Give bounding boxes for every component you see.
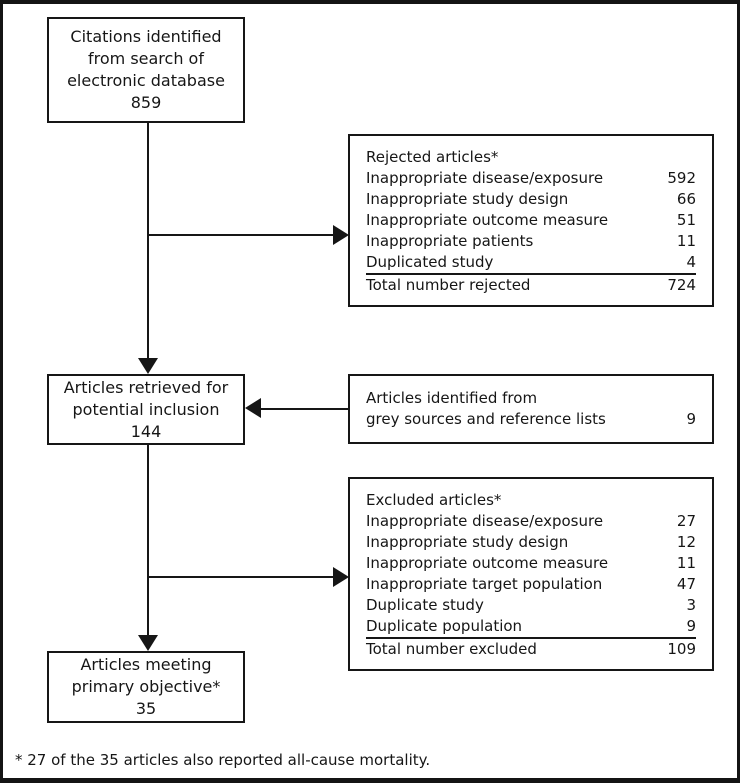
excluded-row: Inappropriate outcome measure 11 bbox=[366, 553, 696, 574]
row-label: Duplicate study bbox=[366, 596, 484, 614]
excluded-row: Inappropriate target population 47 bbox=[366, 574, 696, 595]
rejected-row: Duplicated study 4 bbox=[366, 252, 696, 275]
row-value: 592 bbox=[667, 169, 696, 187]
arrowhead-down-into-objective bbox=[138, 635, 158, 651]
excluded-total-row: Total number excluded 109 bbox=[366, 639, 696, 660]
row-label: Inappropriate study design bbox=[366, 190, 569, 208]
arrowhead-down-into-retrieved bbox=[138, 358, 158, 374]
rejected-title: Rejected articles* bbox=[366, 148, 499, 166]
articles-meeting-objective-box: Articles meeting primary objective* 35 bbox=[47, 651, 245, 723]
row-label: Inappropriate outcome measure bbox=[366, 211, 609, 229]
excluded-row: Duplicate study 3 bbox=[366, 595, 696, 616]
rejected-row: Inappropriate disease/exposure 592 bbox=[366, 168, 696, 189]
connector-branch-to-excluded bbox=[148, 576, 334, 578]
connector-branch-to-rejected bbox=[148, 234, 334, 236]
grey-sources-value: 9 bbox=[686, 410, 696, 428]
row-label: Inappropriate disease/exposure bbox=[366, 512, 604, 530]
excluded-articles-box: Excluded articles* Inappropriate disease… bbox=[348, 477, 714, 671]
rejected-total-row: Total number rejected 724 bbox=[366, 275, 696, 296]
grey-sources-line2: grey sources and reference lists bbox=[366, 410, 606, 428]
arrowhead-left-into-retrieved bbox=[245, 398, 261, 418]
articles-retrieved-box: Articles retrieved for potential inclusi… bbox=[47, 374, 245, 445]
row-value: 4 bbox=[686, 253, 696, 271]
row-value: 66 bbox=[676, 190, 696, 208]
citations-identified-box: Citations identified from search of elec… bbox=[47, 17, 245, 123]
row-label: Inappropriate study design bbox=[366, 533, 569, 551]
grey-sources-box: Articles identified from grey sources an… bbox=[348, 374, 714, 444]
row-value: 11 bbox=[676, 554, 696, 572]
row-label: Duplicated study bbox=[366, 253, 494, 271]
rejected-articles-box: Rejected articles* Inappropriate disease… bbox=[348, 134, 714, 307]
rejected-row: Inappropriate study design 66 bbox=[366, 189, 696, 210]
row-label: Inappropriate disease/exposure bbox=[366, 169, 604, 187]
row-label: Inappropriate target population bbox=[366, 575, 603, 593]
footnote: * 27 of the 35 articles also reported al… bbox=[15, 751, 431, 769]
connector-citations-to-retrieved bbox=[147, 123, 149, 360]
rejected-row: Inappropriate outcome measure 51 bbox=[366, 210, 696, 231]
row-value: 27 bbox=[676, 512, 696, 530]
row-label: Inappropriate patients bbox=[366, 232, 534, 250]
excluded-row: Duplicate population 9 bbox=[366, 616, 696, 639]
row-value: 9 bbox=[686, 617, 696, 635]
grey-sources-row: grey sources and reference lists 9 bbox=[366, 409, 696, 430]
row-value: 51 bbox=[676, 211, 696, 229]
total-label: Total number rejected bbox=[366, 276, 531, 294]
total-value: 109 bbox=[667, 640, 696, 658]
row-value: 11 bbox=[676, 232, 696, 250]
excluded-title: Excluded articles* bbox=[366, 491, 502, 509]
rejected-row: Inappropriate patients 11 bbox=[366, 231, 696, 252]
connector-grey-to-retrieved bbox=[261, 408, 348, 410]
row-label: Inappropriate outcome measure bbox=[366, 554, 609, 572]
total-value: 724 bbox=[667, 276, 696, 294]
excluded-row: Inappropriate disease/exposure 27 bbox=[366, 511, 696, 532]
excluded-row: Inappropriate study design 12 bbox=[366, 532, 696, 553]
row-label: Duplicate population bbox=[366, 617, 523, 635]
row-value: 12 bbox=[676, 533, 696, 551]
row-value: 3 bbox=[686, 596, 696, 614]
arrowhead-right-into-rejected bbox=[333, 225, 349, 245]
total-label: Total number excluded bbox=[366, 640, 537, 658]
grey-sources-line1: Articles identified from bbox=[366, 389, 538, 407]
arrowhead-right-into-excluded bbox=[333, 567, 349, 587]
connector-retrieved-to-objective bbox=[147, 445, 149, 635]
row-value: 47 bbox=[676, 575, 696, 593]
